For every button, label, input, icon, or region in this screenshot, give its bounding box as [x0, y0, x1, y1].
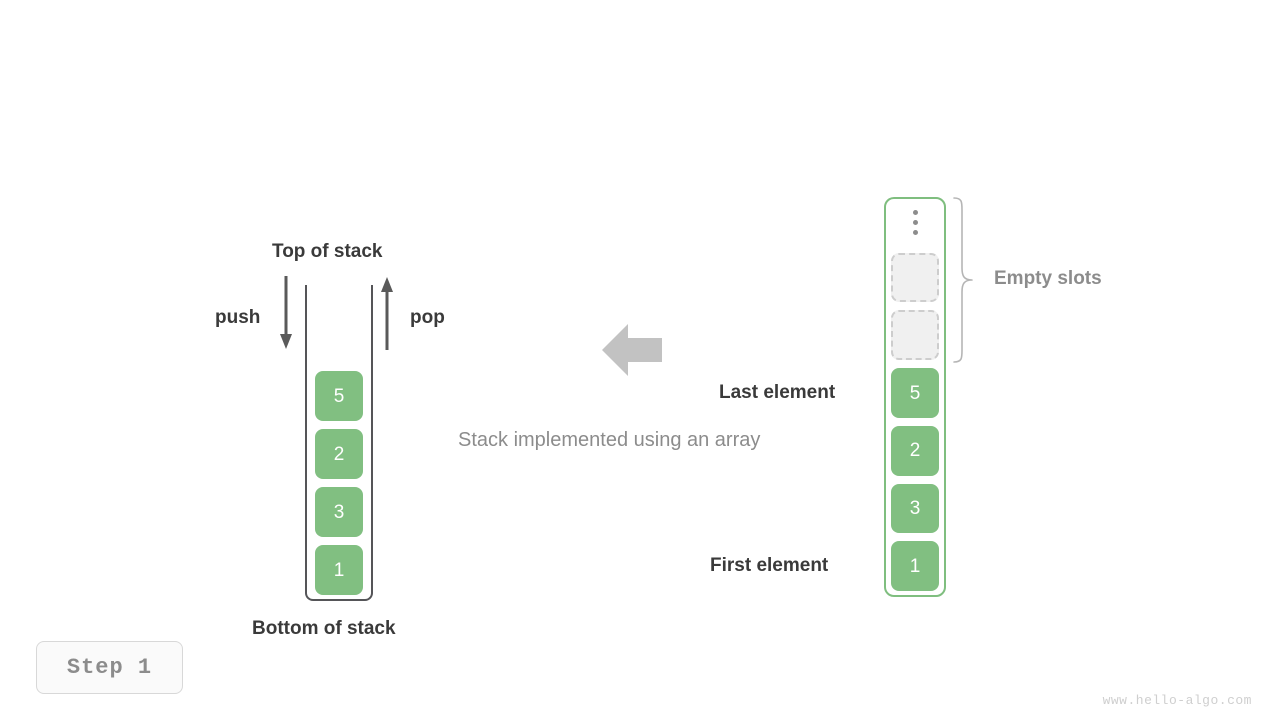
arrow-up-icon	[381, 277, 393, 350]
stack-container: 5 2 3 1	[305, 285, 373, 601]
ellipsis-dot	[912, 230, 918, 236]
last-element-label: Last element	[719, 382, 836, 403]
stack-cell: 3	[315, 487, 363, 537]
ellipsis-dot	[912, 220, 918, 226]
array-cell-list: 5 2 3 1	[886, 199, 944, 595]
array-container: 5 2 3 1	[884, 197, 946, 597]
ellipsis-dot	[912, 210, 918, 216]
bottom-of-stack-label: Bottom of stack	[252, 618, 396, 639]
stack-cell: 2	[315, 429, 363, 479]
stack-cell: 5	[315, 371, 363, 421]
empty-slot	[891, 252, 939, 303]
top-of-stack-label: Top of stack	[272, 241, 383, 262]
stack-cell: 1	[315, 545, 363, 595]
empty-slot	[891, 310, 939, 361]
diagram-caption: Stack implemented using an array	[458, 429, 761, 451]
step-badge: Step 1	[36, 641, 183, 694]
array-cell: 1	[891, 541, 939, 591]
step-badge-label: Step 1	[66, 654, 153, 680]
empty-slots-label: Empty slots	[994, 268, 1102, 289]
array-cell: 2	[891, 425, 939, 476]
vertical-ellipsis-icon	[891, 199, 939, 247]
stack-cell-list: 5 2 3 1	[307, 371, 371, 595]
array-cell: 3	[891, 483, 939, 534]
arrow-down-icon	[280, 276, 292, 349]
array-cell: 5	[891, 368, 939, 418]
arrow-left-icon	[602, 324, 662, 376]
first-element-label: First element	[710, 555, 829, 576]
curly-brace-icon	[953, 197, 973, 363]
push-label: push	[215, 307, 261, 328]
watermark: www.hello-algo.com	[1102, 693, 1252, 708]
pop-label: pop	[410, 307, 445, 328]
